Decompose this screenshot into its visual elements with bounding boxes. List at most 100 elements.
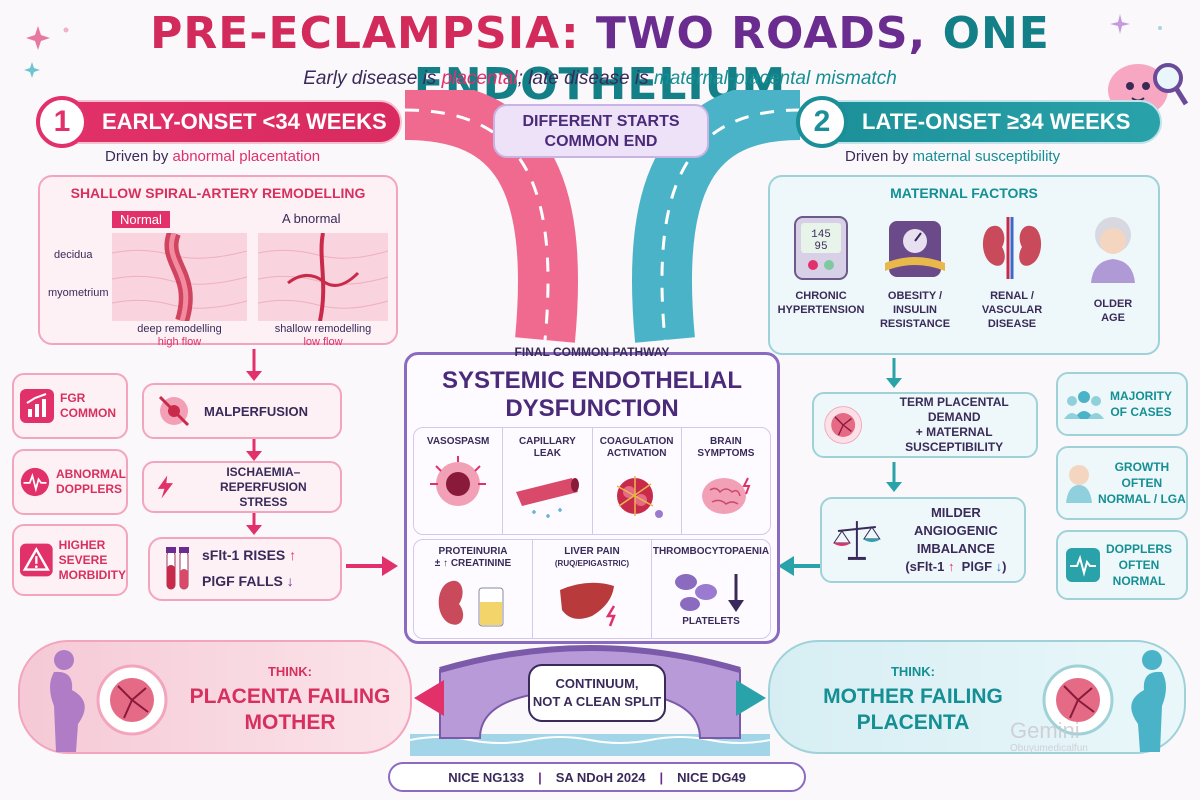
think-text-early: PLACENTA FAILING MOTHER (189, 685, 391, 734)
bp-bottom-value: 95 (814, 241, 827, 253)
pathway-tag: FINAL COMMON PATHWAY (514, 345, 670, 359)
milder-imbalance-step: MILDER ANGIOGENIC IMBALANCE (sFlt-1 ↑ Pl… (820, 497, 1026, 583)
step-number-badge: 1 (36, 96, 88, 148)
page-subtitle: Early disease is placental; late disease… (303, 68, 897, 89)
chart-up-icon (20, 389, 54, 423)
platelets-label: PLATELETS (682, 616, 740, 627)
scale-icon (885, 221, 945, 277)
placenta-icon (96, 664, 168, 736)
abnormal-artery-illustration (258, 233, 388, 321)
liver-icon (560, 582, 616, 627)
balance-scale-icon (832, 521, 881, 560)
lightning-icon (157, 475, 173, 499)
placenta-icon (1042, 664, 1114, 736)
think-late-banner: THINK: MOTHER FAILING PLACENTA (768, 640, 1186, 754)
pathway-bottom-row: PROTEINURIA± ↑ CREATININE LIVER PAIN(RUQ… (413, 539, 771, 639)
remodelling-title: SHALLOW SPIRAL-ARTERY REMODELLING (70, 185, 366, 201)
placenta-icon (824, 406, 863, 444)
warning-icon (20, 543, 53, 577)
arrow-down-icon (246, 439, 262, 461)
arrow-left-icon (778, 556, 822, 576)
late-onset-title: LATE-ONSET ≥34 WEEKS (862, 109, 1131, 134)
clot-icon (616, 476, 663, 518)
blocked-vessel-icon (158, 395, 190, 427)
abnormal-label: A bnormal (282, 211, 341, 226)
maternal-factors-title: MATERNAL FACTORS (890, 185, 1038, 201)
early-onset-title: EARLY-ONSET <34 WEEKS (102, 109, 387, 134)
proteinuria-cell: PROTEINURIA± ↑ CREATININE (414, 540, 533, 638)
people-icon (1064, 391, 1104, 419)
arrow-down-icon (886, 462, 902, 492)
arrow-down-icon (246, 513, 262, 535)
remodelling-panel: SHALLOW SPIRAL-ARTERY REMODELLING Normal… (38, 175, 398, 348)
reference-nice-ng133: NICE NG133 (448, 769, 525, 785)
late-driver-text: Driven by maternal susceptibility (845, 148, 1061, 165)
late-onset-banner: 2 LATE-ONSET ≥34 WEEKS (796, 96, 1162, 148)
decidua-label: decidua (54, 249, 93, 261)
bridge-note: CONTINUUM,NOT A CLEAN SPLIT (528, 664, 666, 722)
final-common-pathway-panel: FINAL COMMON PATHWAY SYSTEMIC ENDOTHELIA… (404, 345, 780, 644)
sparkle-decoration-icon (24, 26, 69, 78)
kidney-icon (982, 217, 1042, 279)
arrow-down-icon (886, 358, 902, 388)
platelets-icon (675, 574, 744, 612)
blood-tubes-icon (166, 547, 189, 590)
early-driver-text: Driven by abnormal placentation (105, 148, 321, 165)
think-label-early: THINK: (267, 664, 313, 679)
bp-top-value: 145 (811, 229, 831, 241)
elderly-woman-icon (1091, 217, 1135, 283)
myometrium-label: myometrium (48, 287, 109, 299)
sparkle-decoration-icon (1110, 14, 1162, 34)
malperfusion-step: MALPERFUSION (142, 383, 342, 439)
step-number-badge: 2 (796, 96, 848, 148)
liver-cell: LIVER PAIN(RUQ/EPIGASTRIC) (533, 540, 652, 638)
think-label-late: THINK: (890, 664, 936, 679)
arrow-down-icon (246, 349, 262, 381)
center-note: DIFFERENT STARTS COMMON END (493, 104, 709, 158)
baby-icon (1066, 465, 1092, 503)
biomarker-step: sFlt-1 RISES ↑ PlGF FALLS ↓ (148, 537, 342, 601)
think-text-late: MOTHER FAILING PLACENTA (823, 685, 1003, 734)
road-illustration (404, 90, 801, 343)
early-onset-banner: 1 EARLY-ONSET <34 WEEKS (36, 96, 402, 148)
arrow-right-icon (346, 556, 398, 576)
references-bar: NICE NG133 | SA NDoH 2024 | NICE DG49 (388, 762, 806, 792)
pregnant-woman-icon (1131, 650, 1166, 752)
pulse-icon (1066, 548, 1100, 582)
leaky-capillary-icon (516, 478, 580, 518)
normal-artery-illustration (112, 233, 247, 321)
reference-sa-ndoh: SA NDoH 2024 (555, 769, 646, 785)
pulse-icon (20, 467, 50, 497)
vessel-icon (430, 456, 487, 506)
kidney-urine-icon (438, 580, 504, 627)
think-early-banner: THINK: PLACENTA FAILING MOTHER (18, 640, 412, 754)
term-demand-step: TERM PLACENTAL DEMAND+ MATERNAL SUSCEPTI… (812, 392, 1038, 458)
thrombocytopaenia-cell: THROMBOCYTOPAENIA PLATELETS (652, 546, 770, 627)
vasospasm-cell: VASOSPASM (414, 428, 504, 534)
reference-nice-dg49: NICE DG49 (677, 769, 746, 785)
bridge-illustration (410, 645, 770, 756)
pregnant-woman-icon (50, 650, 85, 752)
normal-label: Normal (112, 211, 170, 228)
brain-icon (701, 477, 751, 514)
